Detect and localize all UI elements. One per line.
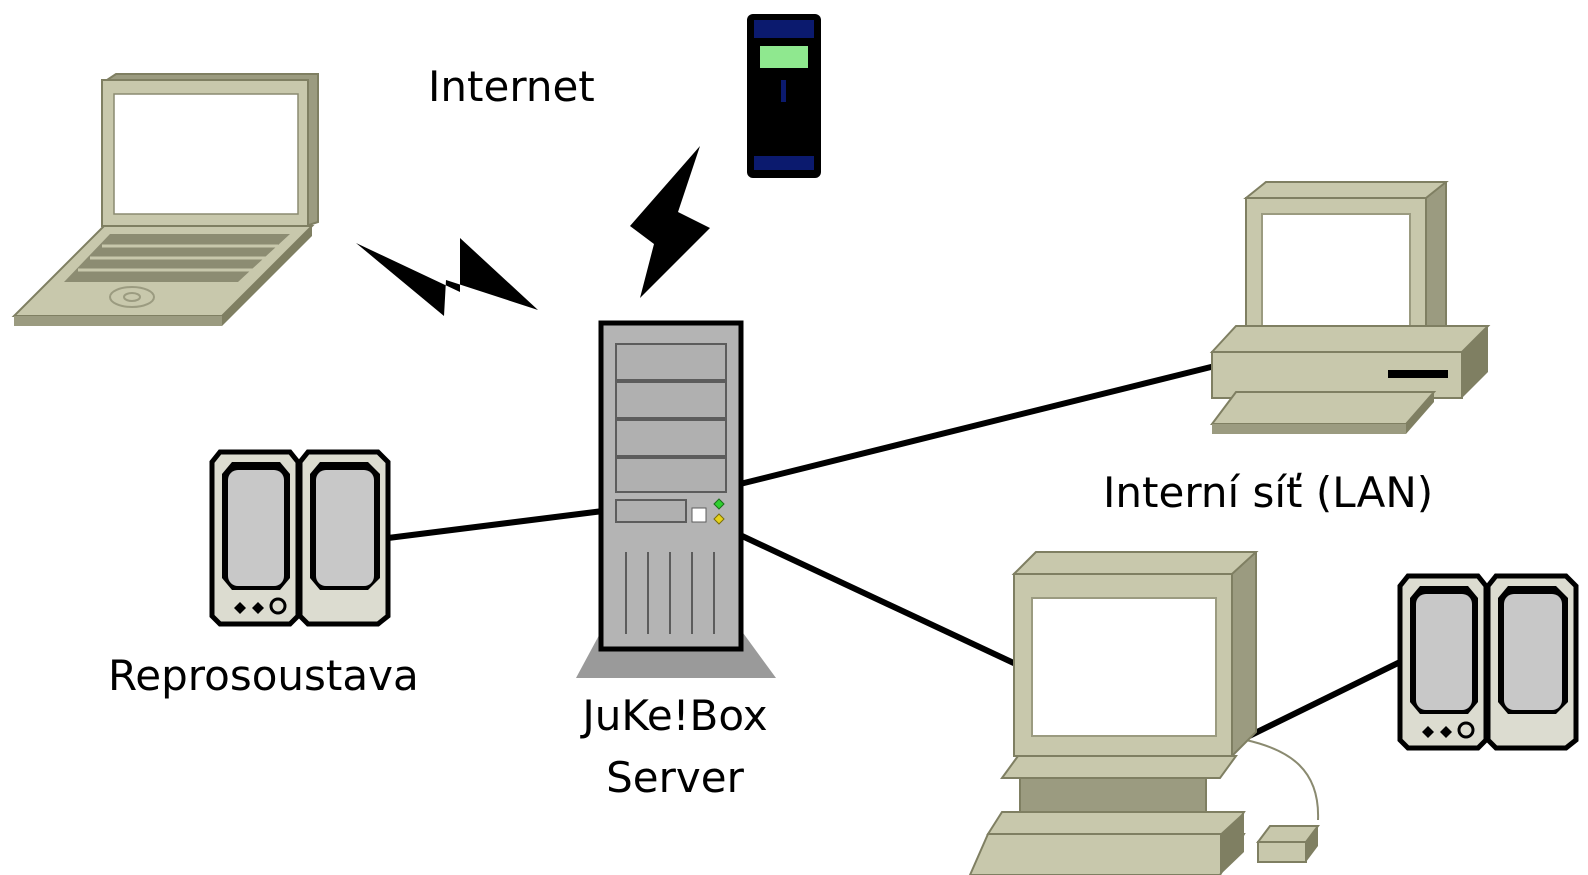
lightning-icon <box>356 238 538 316</box>
laptop-icon <box>11 73 319 326</box>
connection-server-speakers <box>387 508 604 541</box>
server-label-line1: JuKe!Box <box>582 691 768 740</box>
desktop-computer-icon <box>1209 181 1491 434</box>
connection-server-desktop <box>738 532 1020 668</box>
speakers-label: Reprosoustava <box>108 651 419 700</box>
mouse-icon <box>1256 825 1320 863</box>
server-label: JuKe!Box Server <box>560 685 790 809</box>
speaker-icon <box>209 449 391 627</box>
connection-server-lan-pc <box>739 363 1216 487</box>
connections <box>387 363 1402 741</box>
phone-icon <box>747 14 821 178</box>
internet-label: Internet <box>428 62 595 111</box>
desktop-computer-icon <box>968 551 1320 875</box>
speaker-icon <box>1397 573 1579 751</box>
lan-label: Interní síť (LAN) <box>1103 468 1434 517</box>
server-tower-icon <box>576 320 776 678</box>
server-label-line2: Server <box>606 753 744 802</box>
connection-desktop-speakers <box>1243 659 1402 741</box>
lightning-icon <box>630 146 710 298</box>
